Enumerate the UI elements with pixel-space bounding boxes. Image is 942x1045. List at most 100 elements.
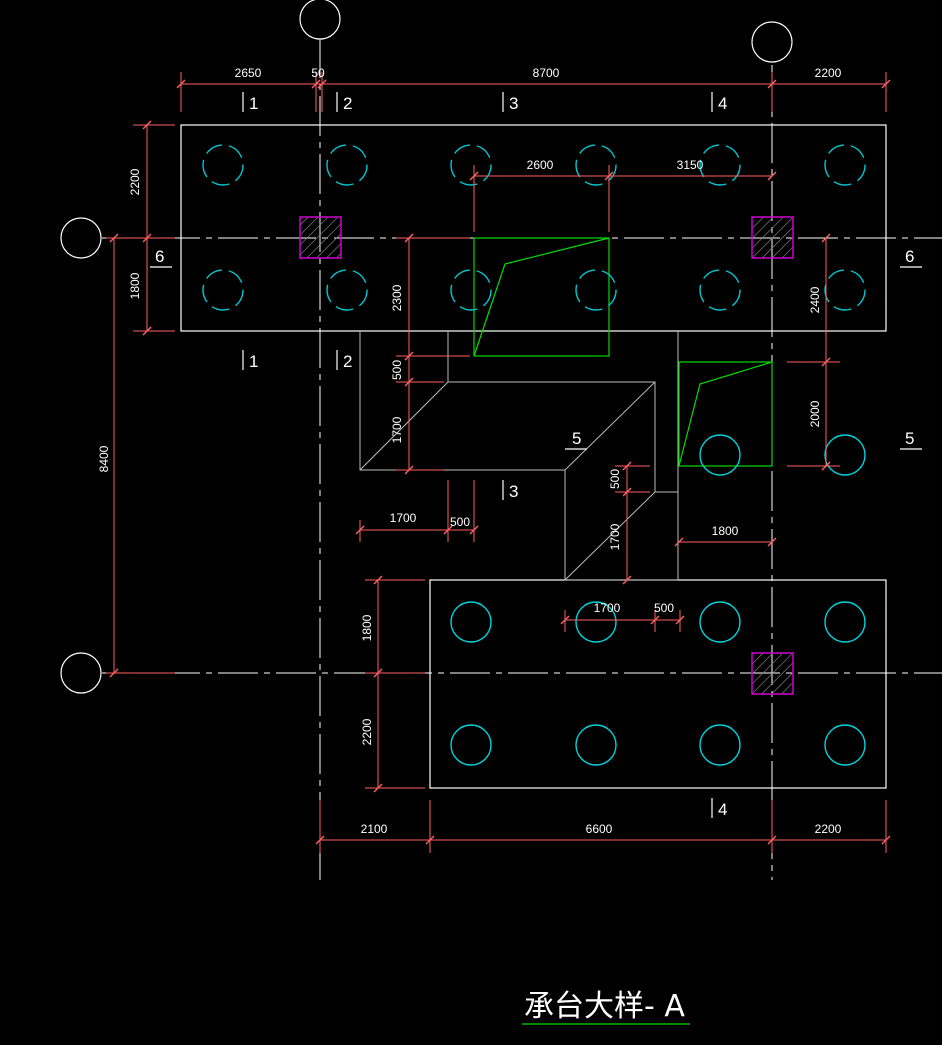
- dim-tick-19: [767, 171, 777, 181]
- dim-tick-18: [604, 171, 614, 181]
- dim-tick-29: [622, 575, 632, 585]
- pile-2: [450, 601, 492, 643]
- dim-tick-28: [622, 487, 632, 497]
- pile-1: [824, 434, 866, 476]
- pit-upper: [473, 237, 610, 357]
- recess-outline: [359, 331, 679, 581]
- dim-lower-inner-1700: 1700: [594, 601, 621, 615]
- column-right-upper: [751, 216, 794, 259]
- recess-inner-step: [447, 331, 678, 493]
- dim-tick-8: [881, 835, 891, 845]
- pit-right-slope: [678, 361, 773, 467]
- axis-bubble-left-lower: [60, 652, 102, 694]
- dim-tick-25: [443, 525, 453, 535]
- dimension-labels: 2650 50 8700 2200 2100 6600 2200 8400 22…: [97, 66, 842, 836]
- column-right-lower: [751, 652, 794, 695]
- dim-slope-left-h-500: 500: [450, 515, 470, 529]
- upper-pile-cap: [180, 124, 887, 332]
- pile-dashed-1: [326, 144, 368, 186]
- dim-right-2400: 2400: [808, 286, 822, 313]
- piles: [202, 144, 866, 766]
- dim-tick-0: [176, 79, 186, 89]
- dim-top-50: 50: [311, 66, 325, 80]
- dim-tick-11: [142, 120, 152, 130]
- dim-tick-32: [821, 233, 831, 243]
- dim-tick-1: [311, 79, 321, 89]
- axis-bubble-left-upper: [60, 217, 102, 259]
- pile-8: [699, 724, 741, 766]
- pile-5: [824, 601, 866, 643]
- dim-tick-34: [821, 461, 831, 471]
- pile-7: [575, 724, 617, 766]
- recess-slope-center: [564, 381, 656, 471]
- axis-bubble-top-right: [751, 21, 793, 63]
- pile-3: [575, 601, 617, 643]
- section-mark-6-left: 6: [155, 247, 164, 266]
- dim-tick-5: [315, 835, 325, 845]
- dim-inner-2300: 2300: [390, 284, 404, 311]
- dim-top-2200: 2200: [815, 66, 842, 80]
- drawing-title: 承台大样- A: [522, 989, 690, 1025]
- dimension-lines: [106, 72, 887, 853]
- pile-dashed-0: [202, 144, 244, 186]
- pit-right: [678, 361, 773, 467]
- dim-tick-16: [373, 783, 383, 793]
- dim-slope-center-500: 500: [608, 469, 622, 489]
- pile-9: [824, 724, 866, 766]
- section-mark-1-top: 1: [249, 94, 258, 113]
- dim-slope-left-500: 500: [390, 360, 404, 380]
- dim-tick-13: [142, 326, 152, 336]
- dim-tick-31: [767, 537, 777, 547]
- dim-slope-left-h-1700: 1700: [390, 511, 417, 525]
- dim-tick-23: [404, 465, 414, 475]
- dim-top-2650: 2650: [235, 66, 262, 80]
- section-mark-5-center: 5: [572, 429, 581, 448]
- dim-slope-center-1700: 1700: [608, 523, 622, 550]
- column-left: [299, 216, 342, 259]
- section-mark-3-mid: 3: [509, 482, 518, 501]
- section-mark-5-right: 5: [905, 429, 914, 448]
- pile-0: [699, 434, 741, 476]
- section-mark-3-top: 3: [509, 94, 518, 113]
- axis-bubbles: [60, 0, 793, 694]
- dim-tick-35: [560, 615, 570, 625]
- dim-tick-12: [142, 233, 152, 243]
- pile-dashed-7: [326, 269, 368, 311]
- section-mark-2-mid: 2: [343, 352, 352, 371]
- pit-upper-slope: [473, 237, 610, 357]
- columns: [299, 216, 794, 695]
- dim-tick-7: [767, 835, 777, 845]
- dim-tick-26: [469, 525, 479, 535]
- axis-bubble-top-left: [299, 0, 341, 40]
- recess-slope-bottom: [564, 491, 656, 581]
- dim-lower-inner-500: 500: [654, 601, 674, 615]
- recess-boundary: [359, 331, 679, 581]
- dim-tick-17: [469, 171, 479, 181]
- dim-tick-24: [355, 525, 365, 535]
- dim-left-upper-2200: 2200: [128, 168, 142, 195]
- dim-tick-3: [767, 79, 777, 89]
- dim-center-1800: 1800: [712, 524, 739, 538]
- dim-left-8400: 8400: [97, 445, 111, 472]
- dim-tick-14: [373, 575, 383, 585]
- section-marks: 1 2 3 4 1 2 3 5 6 5 6 4: [150, 92, 922, 819]
- pile-dashed-5: [824, 144, 866, 186]
- dim-tick-6: [425, 835, 435, 845]
- dimension-ticks: [109, 79, 891, 845]
- section-mark-4-top: 4: [718, 94, 727, 113]
- dim-tick-20: [404, 233, 414, 243]
- dim-tick-33: [821, 357, 831, 367]
- pile-dashed-8: [450, 269, 492, 311]
- dim-tick-37: [675, 615, 685, 625]
- pile-dashed-3: [575, 144, 617, 186]
- dim-tick-30: [674, 537, 684, 547]
- dim-bottom-2200: 2200: [815, 822, 842, 836]
- dim-tick-36: [650, 615, 660, 625]
- dim-inner-3150: 3150: [677, 158, 704, 172]
- section-mark-1-mid: 1: [249, 352, 258, 371]
- pile-dashed-4: [699, 144, 741, 186]
- dim-tick-27: [622, 461, 632, 471]
- dim-left-lower-1800: 1800: [360, 614, 374, 641]
